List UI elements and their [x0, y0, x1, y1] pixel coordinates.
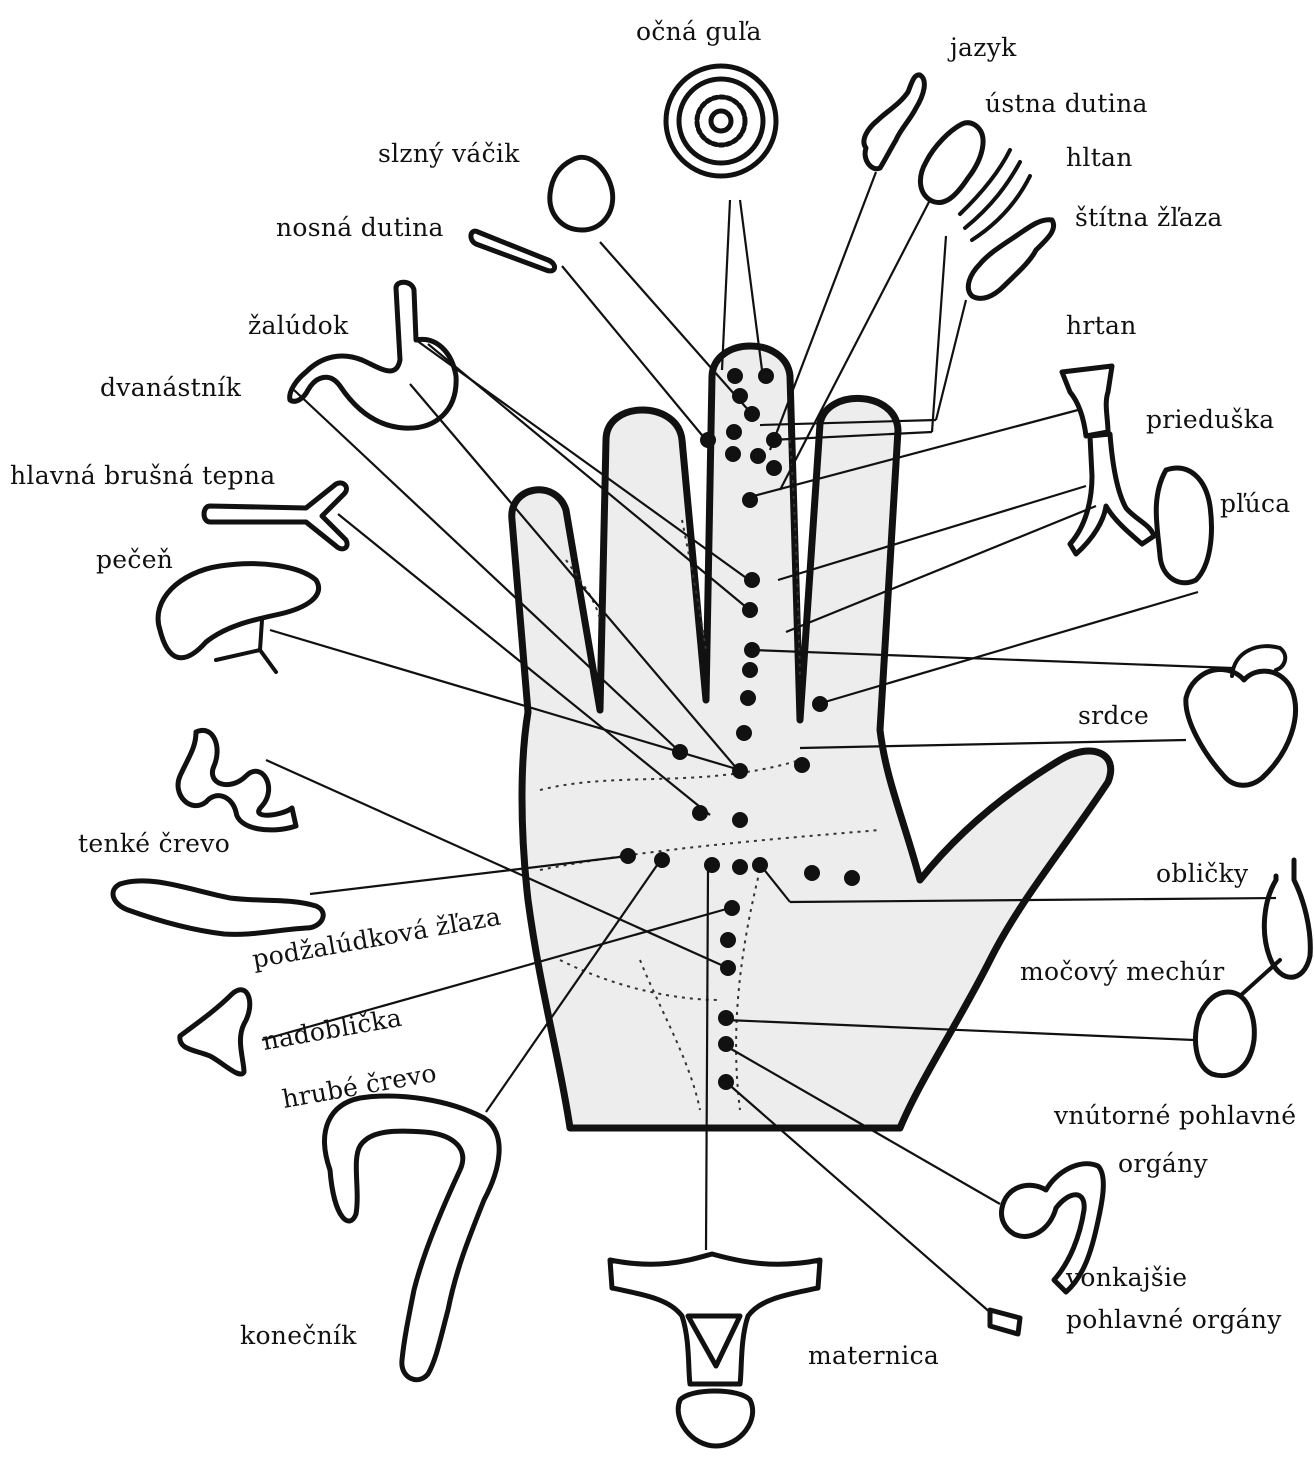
- larynx-organ: [1062, 366, 1112, 436]
- bladder-organ: [1196, 992, 1255, 1076]
- label-hlavna-brusna-tepna: hlavná brušná tepna: [10, 461, 275, 490]
- eyeball-organ: [666, 66, 776, 176]
- liver-organ: [158, 564, 319, 658]
- label-organy: orgány: [1118, 1149, 1209, 1178]
- label-konecnik: konečník: [240, 1321, 357, 1350]
- kidney-organ: [1264, 860, 1310, 977]
- label-vnutorne-pohlavne: vnútorné pohlavné: [1053, 1101, 1296, 1130]
- bronchus-organ: [1070, 434, 1154, 554]
- label-nosna-dutina: nosná dutina: [276, 213, 444, 242]
- label-slzny-vacik: slzný váčik: [378, 139, 520, 168]
- nasal-cavity-organ: [471, 231, 555, 271]
- label-ustna-dutina: ústna dutina: [985, 89, 1148, 118]
- label-stitna-zlaza: štítna žľaza: [1075, 203, 1223, 232]
- label-hltan: hltan: [1066, 143, 1133, 172]
- label-tenke-crevo: tenké črevo: [78, 829, 230, 858]
- label-pluca: pľúca: [1220, 489, 1291, 518]
- label-pohlavne-organy: pohlavné orgány: [1066, 1305, 1282, 1334]
- adrenal-organ: [180, 990, 250, 1074]
- label-hrtan: hrtan: [1066, 311, 1137, 340]
- label-nadoblicka: nadoblička: [260, 1003, 404, 1056]
- label-jazyk: jazyk: [947, 33, 1017, 62]
- small-intestine-coil-organ: [178, 730, 296, 830]
- label-ocna-gula: očná guľa: [636, 17, 762, 46]
- ureter: [1240, 960, 1280, 996]
- label-dvanastnik: dvanástník: [100, 373, 242, 402]
- label-zaludok: žalúdok: [248, 311, 349, 340]
- stomach-organ: [290, 282, 456, 428]
- hand: [512, 346, 1111, 1128]
- label-prieduska: prieduška: [1146, 405, 1274, 434]
- label-maternica: maternica: [808, 1341, 939, 1370]
- label-vonkajsie: vonkajšie: [1065, 1263, 1187, 1292]
- label-srdce: srdce: [1078, 701, 1149, 730]
- label-pecen: pečeň: [96, 545, 173, 574]
- label-mocovy-mechur: močový mechúr: [1020, 957, 1225, 986]
- uterus-organ: [610, 1254, 820, 1446]
- lung-organ: [1156, 468, 1211, 583]
- external-genitals-organ: [990, 1310, 1020, 1334]
- small-intestine-organ: [113, 881, 323, 935]
- heart-organ: [1186, 669, 1296, 785]
- oral-cavity-organ: [920, 123, 983, 203]
- tongue-organ: [864, 75, 924, 169]
- abdominal-aorta-organ: [204, 483, 347, 549]
- label-oblicky: obličky: [1156, 859, 1249, 888]
- tear-sac-organ: [550, 157, 613, 230]
